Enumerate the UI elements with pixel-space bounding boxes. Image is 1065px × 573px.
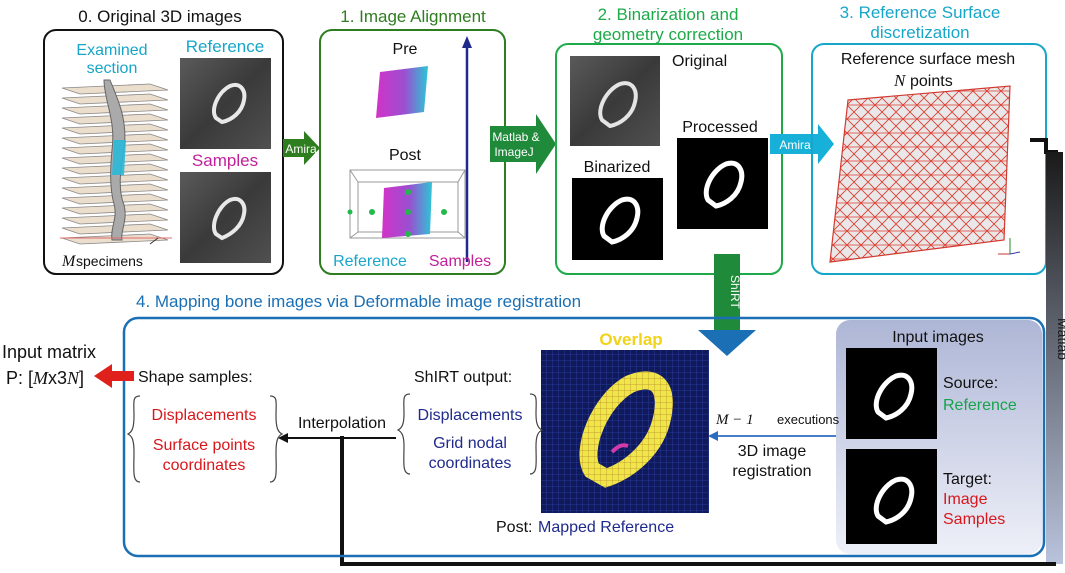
shirt-label: ShIRT: [728, 275, 742, 309]
arrow-matlab-imagej: Matlab & ImageJ: [490, 114, 556, 174]
m-variable: M: [61, 253, 77, 270]
post-bounding-box: [349, 169, 466, 239]
input-matrix-line2: P: [Mx3N]: [6, 368, 84, 388]
target-value-2: Samples: [943, 511, 1005, 528]
binarized-image: [572, 178, 663, 260]
matrix-m: M: [32, 368, 49, 388]
shirt-output-brace-left: [396, 393, 411, 475]
input-images-title: Input images: [892, 329, 984, 346]
matlab-vertical-label: Matlab: [1055, 318, 1065, 360]
shape-displacements: Displacements: [152, 407, 257, 424]
shirt-grid-nodal-2: coordinates: [429, 455, 512, 472]
original-label: Original: [672, 53, 727, 70]
executions-var: M − 1: [715, 412, 754, 428]
matlab-imagej-label-1: Matlab &: [492, 130, 539, 144]
alignment-samples-label: Samples: [429, 253, 491, 270]
axis-triad: [998, 238, 1021, 255]
post-label: Post: [389, 147, 422, 164]
executions-label: executions: [777, 412, 840, 427]
panel4-box: [122, 316, 1046, 558]
panel-binarization: 2. Binarization and geometry correction …: [555, 5, 783, 275]
panel-mapping: 4. Mapping bone images via Deformable im…: [122, 292, 1046, 558]
connector-bottom: [340, 436, 1056, 566]
alignment-handles: [347, 189, 447, 237]
matrix-close: ]: [79, 368, 84, 388]
bone-slice-stack: [60, 79, 172, 245]
processed-label: Processed: [682, 119, 758, 136]
overlap-bone-yellow: [579, 371, 673, 488]
reference-surface-mesh: [829, 85, 1011, 263]
target-value-1: Image: [943, 491, 988, 508]
overlap-grid-image: [541, 350, 709, 513]
processed-image: [677, 138, 768, 229]
specimens-label: specimens: [76, 253, 143, 269]
points-label: points: [910, 73, 953, 90]
shirt-displacements: Displacements: [418, 407, 523, 424]
matlab-imagej-label-2: ImageJ: [494, 145, 533, 159]
shape-surface-1: Surface points: [153, 437, 255, 454]
shirt-output-brace-right: [529, 393, 544, 475]
source-label: Source:: [943, 375, 998, 392]
mesh-label: Reference surface mesh: [841, 51, 1015, 68]
shape-surface-2: coordinates: [163, 457, 246, 474]
panel2-box: [555, 43, 783, 275]
shirt-output-title: ShIRT output:: [414, 369, 512, 386]
registration-label-2: registration: [732, 463, 811, 480]
examined-label-1: Examined: [76, 42, 147, 59]
input-matrix-line1: Input matrix: [2, 342, 96, 362]
interpolation-label: Interpolation: [298, 415, 386, 432]
reference-label: Reference: [186, 37, 264, 56]
sample-ct-image: [180, 172, 271, 263]
matrix-n: N: [66, 368, 80, 388]
n-variable: N: [893, 71, 907, 90]
panel3-title-2: discretization: [870, 23, 969, 42]
reference-bone-ring: [211, 83, 247, 125]
panel-image-alignment: 1. Image Alignment Pre Post Reference Sa…: [319, 7, 506, 275]
panel3-title-1: 3. Reference Surface: [840, 3, 1001, 22]
matrix-p: P: [: [6, 368, 33, 388]
source-value: Reference: [943, 397, 1017, 414]
panel4-title: 4. Mapping bone images via Deformable im…: [136, 292, 581, 311]
matrix-x3: x3: [48, 368, 67, 388]
arrow-amira-2: Amira: [770, 124, 834, 164]
output-arrow: [94, 364, 134, 388]
shape-samples-title: Shape samples:: [138, 369, 253, 386]
samples-label: Samples: [192, 151, 258, 170]
panel-surface-discretization: 3. Reference Surface discretization Refe…: [811, 3, 1047, 275]
panel1-title: 1. Image Alignment: [340, 7, 486, 26]
shape-brace-right: [269, 395, 284, 483]
amira-2-label: Amira: [779, 138, 811, 152]
arrow-matlab-vertical: Matlab: [1046, 152, 1065, 564]
alignment-reference-label: Reference: [333, 253, 407, 270]
original-image: [570, 56, 660, 146]
pre-label: Pre: [393, 41, 418, 58]
panel-original-images: 0. Original 3D images Examined section M…: [43, 7, 284, 275]
mapped-reference-label: Mapped Reference: [538, 519, 674, 536]
amira-1-label: Amira: [285, 142, 317, 156]
pre-alignment-shape: [376, 66, 428, 118]
examined-label-2: section: [87, 60, 138, 77]
registration-label-1: 3D image: [738, 443, 807, 460]
target-image: [846, 449, 937, 544]
panel2-title-1: 2. Binarization and: [598, 5, 739, 24]
ct-slice-plane: [61, 83, 169, 95]
sample-bone-ring: [211, 197, 247, 241]
binarized-label: Binarized: [584, 159, 651, 176]
panel0-title: 0. Original 3D images: [78, 7, 241, 26]
overlap-label: Overlap: [599, 330, 662, 349]
source-image: [846, 348, 937, 439]
panel2-title-2: geometry correction: [593, 25, 743, 44]
shape-brace-left: [126, 395, 141, 483]
arrow-shirt: ShIRT: [698, 254, 756, 356]
target-label: Target:: [943, 471, 992, 488]
shirt-grid-nodal-1: Grid nodal: [433, 435, 507, 452]
input-matrix: Input matrix P: [Mx3N]: [2, 342, 96, 388]
reference-ct-image: [180, 58, 271, 149]
post-mapped-label: Post:: [496, 519, 532, 536]
arrow-amira-1: Amira: [283, 131, 320, 165]
